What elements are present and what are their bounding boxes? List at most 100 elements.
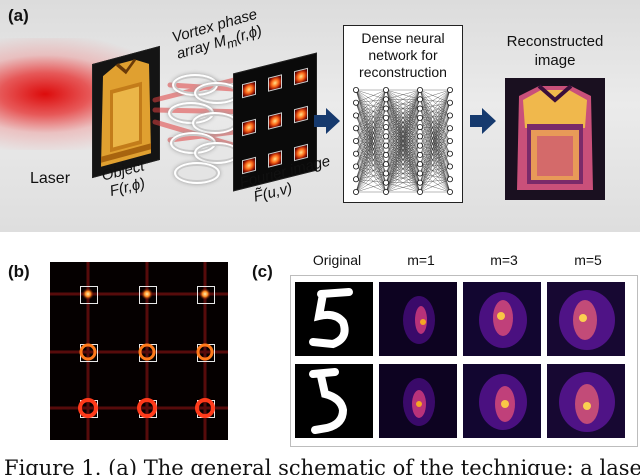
network-edge — [419, 153, 451, 174]
network-edge — [385, 89, 421, 183]
network-edge — [355, 117, 387, 129]
network-node — [447, 138, 454, 145]
network-edge — [355, 89, 387, 146]
network-node — [383, 151, 390, 158]
network-edge — [419, 136, 451, 193]
vortex-plate-icon — [192, 112, 238, 134]
network-edge — [355, 115, 387, 193]
network-node — [447, 87, 454, 93]
network-edge — [355, 102, 387, 193]
network-edge — [355, 89, 387, 180]
fourier-spot — [294, 105, 308, 124]
network-edge — [419, 102, 451, 174]
network-edge — [385, 89, 421, 165]
network-edge — [355, 99, 387, 129]
network-edge — [355, 115, 387, 118]
fourier-spot — [268, 112, 282, 130]
network-edge — [419, 115, 451, 156]
panel-a-label: (a) — [8, 6, 29, 25]
fourier-spot — [268, 74, 282, 92]
network-edge — [355, 117, 387, 180]
network-edge — [419, 89, 451, 118]
network-edge — [385, 89, 421, 118]
network-edge — [355, 136, 387, 193]
network-edge — [385, 127, 421, 193]
network-edge — [355, 102, 387, 183]
network-edge — [419, 145, 451, 193]
network-node — [353, 138, 359, 145]
network-edge — [355, 99, 387, 103]
object-plane-image — [92, 45, 160, 179]
network-edge — [355, 99, 387, 180]
network-edge — [355, 89, 387, 137]
network-node — [353, 99, 359, 106]
network-edge — [355, 145, 387, 167]
network-edge — [419, 153, 451, 156]
m3-reconstruction — [463, 364, 541, 438]
network-edge — [419, 166, 451, 193]
network-edge — [385, 89, 421, 109]
network-edge — [355, 154, 387, 193]
network-edge — [385, 145, 421, 193]
m1-reconstruction — [379, 364, 457, 438]
nn-title: Dense neural network for reconstruction — [359, 30, 447, 80]
fourier-spots — [78, 288, 215, 418]
network-node — [447, 112, 454, 119]
network-edge — [355, 102, 387, 128]
network-edge — [419, 136, 451, 167]
network-edge — [355, 89, 387, 167]
network-edge — [419, 102, 451, 183]
network-edge — [385, 136, 421, 193]
reconstructed-image — [505, 78, 605, 200]
network-edge — [419, 115, 451, 137]
network-edge — [419, 153, 451, 165]
network-edge — [419, 102, 451, 137]
col-header-m5: m=5 — [574, 252, 602, 268]
network-edge — [355, 89, 387, 174]
network-graph — [353, 87, 454, 196]
network-node — [417, 133, 424, 140]
network-node — [383, 87, 390, 93]
network-edge — [419, 145, 451, 180]
network-edge — [355, 136, 387, 180]
network-edge — [419, 89, 451, 183]
network-edge — [355, 117, 387, 167]
network-edge — [419, 115, 451, 165]
network-node — [447, 125, 454, 132]
network-edge — [385, 89, 421, 128]
network-edge — [419, 102, 451, 193]
network-edge — [355, 89, 387, 155]
network-edge — [419, 89, 451, 146]
col-header-m1: m=1 — [407, 252, 435, 268]
fourier-cell — [80, 286, 98, 304]
network-edge — [355, 108, 387, 142]
network-edge — [419, 145, 451, 167]
network-edge — [419, 179, 451, 183]
network-edge — [419, 89, 451, 165]
network-edge — [355, 108, 387, 116]
network-edge — [419, 89, 451, 137]
network-node — [383, 161, 390, 168]
network-edge — [355, 108, 387, 129]
network-edge — [419, 108, 451, 193]
fourier-spot — [294, 67, 308, 86]
network-edge — [419, 173, 451, 193]
network-edge — [355, 89, 387, 100]
network-node — [417, 105, 424, 112]
original-digit-image — [295, 364, 373, 438]
network-node — [447, 150, 454, 157]
network-edge — [419, 140, 451, 183]
network-edge — [385, 89, 421, 193]
network-edge — [355, 89, 387, 109]
network-node — [383, 124, 390, 131]
network-edge — [419, 164, 451, 180]
network-edge — [419, 117, 451, 193]
network-edge — [355, 108, 387, 154]
network-node — [417, 170, 424, 177]
col-header-m3: m=3 — [490, 252, 518, 268]
network-node — [383, 189, 390, 196]
network-edge — [355, 99, 387, 142]
network-edge — [355, 99, 387, 167]
network-edge — [355, 108, 387, 193]
laser-label: Laser — [30, 170, 71, 187]
